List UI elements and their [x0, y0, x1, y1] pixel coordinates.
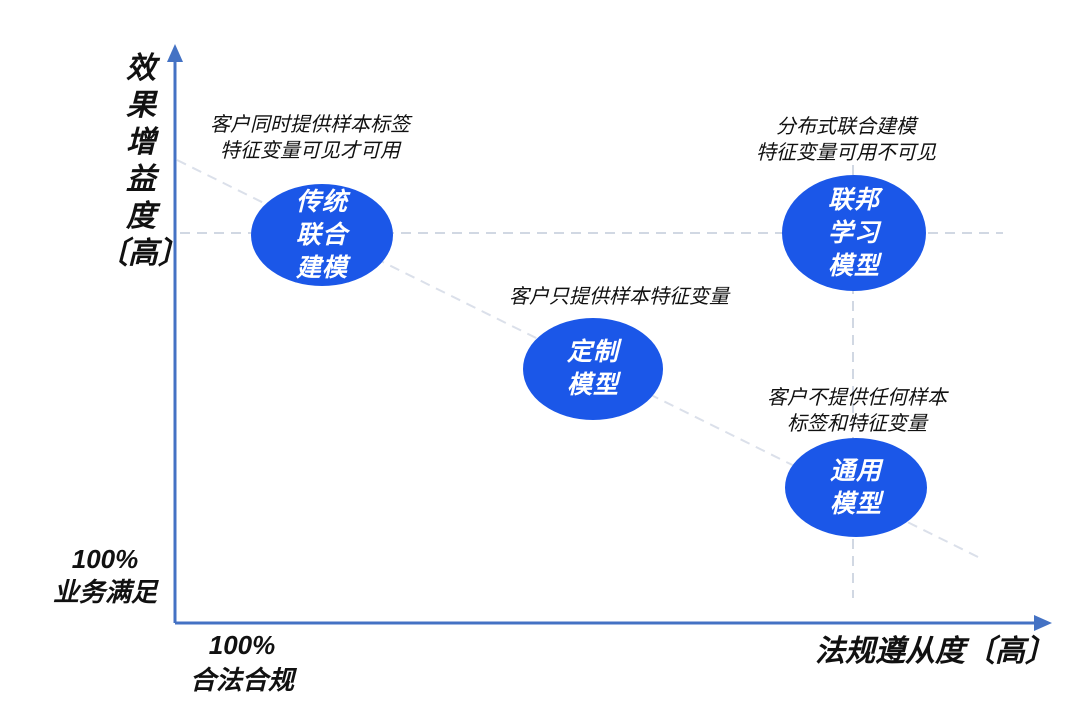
annotation-custom-model: 客户只提供样本特征变量	[509, 286, 729, 308]
bubble-general-model: 通用 模型	[785, 438, 927, 537]
annotation-traditional-joint-modeling: 客户同时提供样本标签 特征变量可见才可用	[210, 114, 410, 162]
bubble-federated-learning-model: 联邦 学习 模型	[782, 175, 926, 291]
x-axis-arrow-icon	[1034, 615, 1052, 631]
annotation-general-model: 客户不提供任何样本 标签和特征变量	[767, 387, 947, 435]
x-origin-label: 100% 合法合规	[189, 630, 294, 695]
bubble-custom-model: 定制 模型	[523, 318, 663, 420]
y-axis-arrow-icon	[167, 44, 183, 62]
x-axis-label: 法规遵从度〔高〕	[815, 635, 1055, 668]
bubble-traditional-joint-modeling: 传统 联合 建模	[251, 184, 393, 286]
y-axis-label: 效 果 增 益 度 〔高〕	[98, 52, 188, 270]
annotation-federated-learning-model: 分布式联合建模 特征变量可用不可见	[756, 116, 936, 164]
y-origin-label: 100% 业务满足	[52, 544, 157, 607]
